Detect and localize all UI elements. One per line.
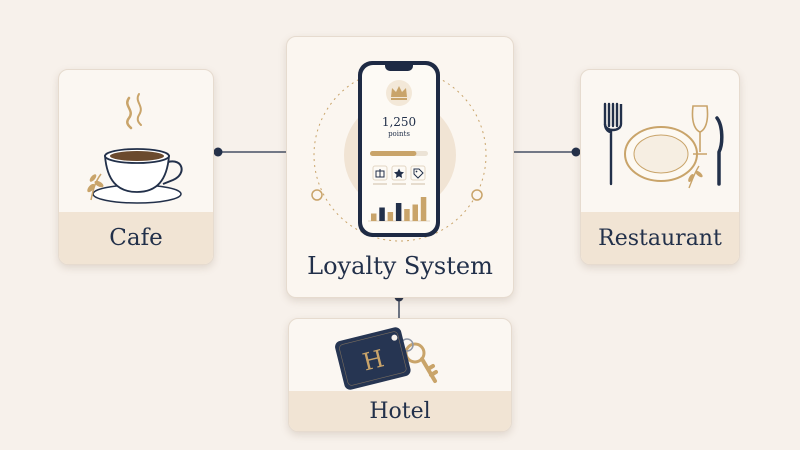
star-icon xyxy=(391,165,407,181)
bar-0 xyxy=(371,213,377,221)
phone-mockup: 1,250 points xyxy=(358,61,440,237)
restaurant-label: Restaurant xyxy=(598,225,722,251)
progress-fill xyxy=(370,151,417,156)
hotel-label: Hotel xyxy=(369,398,431,424)
connector-dot-restaurant xyxy=(571,147,581,157)
points-unit: points xyxy=(388,130,410,138)
gift-icon xyxy=(372,165,388,181)
phone-screen: 1,250 points xyxy=(362,65,436,233)
loyalty-label-band: Loyalty System xyxy=(287,235,513,297)
hotel-key-icon: H xyxy=(335,327,438,390)
points-value: 1,250 xyxy=(381,115,417,129)
bar-4 xyxy=(404,209,410,221)
hotel-label-band: Hotel xyxy=(289,391,511,431)
plate-cutlery-icon xyxy=(603,102,724,189)
tag-icon xyxy=(410,165,426,181)
phone-details xyxy=(368,151,430,222)
connector-restaurant xyxy=(511,151,576,236)
connector-cafe xyxy=(218,151,289,236)
restaurant-card: Restaurant xyxy=(580,69,740,265)
connector-dot-cafe xyxy=(213,147,223,157)
crown-icon xyxy=(386,80,412,106)
restaurant-label-band: Restaurant xyxy=(581,212,739,264)
hotel-card: H Hotel xyxy=(288,318,512,432)
bar-3 xyxy=(395,203,402,221)
bar-1 xyxy=(379,207,385,221)
loyalty-system-title: Loyalty System xyxy=(307,252,493,280)
coffee-cup-icon xyxy=(87,93,183,204)
cafe-card: Cafe xyxy=(58,69,214,265)
bar-chart xyxy=(371,197,427,221)
loyalty-system-card: 1,250 points xyxy=(286,36,514,298)
bar-5 xyxy=(412,204,418,221)
phone-notch xyxy=(385,65,413,71)
bar-2 xyxy=(387,212,394,221)
cafe-label-band: Cafe xyxy=(59,212,213,264)
cafe-label: Cafe xyxy=(109,225,163,251)
bar-6 xyxy=(420,197,427,221)
